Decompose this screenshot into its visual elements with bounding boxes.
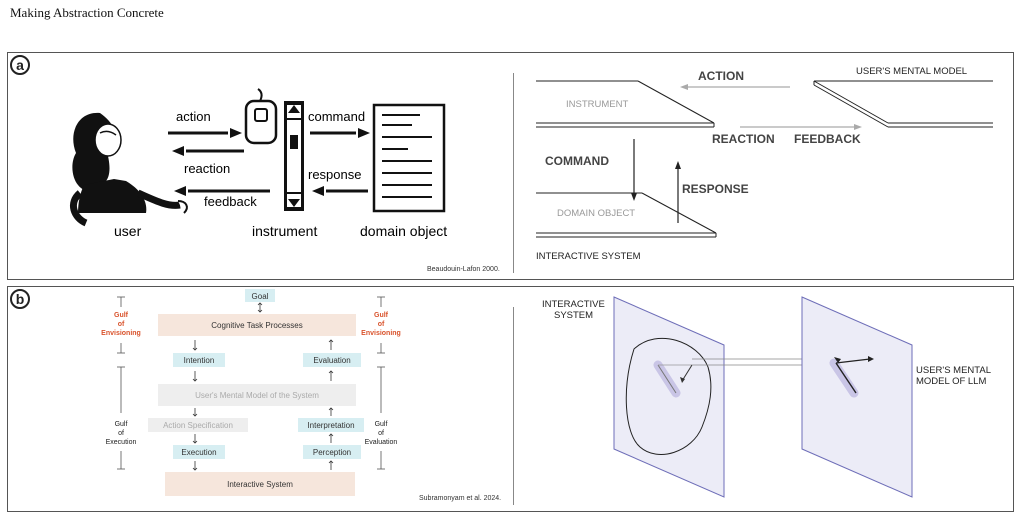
goal-label: Goal [252,292,269,301]
mental-model-label: User's Mental Model of the System [195,391,319,400]
command-down-arrow [631,139,637,201]
feedback-arrow [174,186,270,196]
user-figure-icon [69,112,188,227]
interactive-system-label: Interactive System [227,480,293,489]
interpretation-box [298,418,364,432]
response-arrow [312,186,368,196]
gulf-envisioning-right-bracket [377,296,385,354]
action-spec-label: Action Specification [163,421,233,430]
evaluation-label: Evaluation [313,356,350,365]
interactive-system-box [165,472,355,496]
label-response: response [308,167,361,182]
gulf-env-right-2: of [378,321,385,328]
gulf-eval-3: Evaluation [365,439,398,446]
interactive-label-1: INTERACTIVE [542,299,605,310]
label-instrument: instrument [252,223,317,239]
gulf-env-left-1: Gulf [114,312,129,319]
cognitive-task-box [158,314,356,336]
gulf-exec-1: Gulf [115,421,128,428]
response-up-arrow [675,161,681,223]
mouse-icon [244,88,278,145]
page-header: Making Abstraction Concrete [10,5,164,20]
gulf-env-left-3: Envisioning [101,330,141,337]
panel-a-diagram: action reaction feedback command respons… [69,66,993,262]
gulf-envisioning-left-bracket [117,296,125,354]
gulf-eval-1: Gulf [375,421,388,428]
label-interactive-system: INTERACTIVE SYSTEM [536,251,641,262]
mental-model-plane [813,80,993,128]
label-feedback-caps: FEEDBACK [794,132,861,146]
action-spec-box [148,418,248,432]
label-command: command [308,109,365,124]
intention-box [173,353,225,367]
panel-a-divider [513,73,514,273]
figure-panel-b: b Gulf of Envisioning Gulf of Envisionin… [7,286,1014,512]
mental-model-box [158,384,356,406]
instrument-plane [536,80,715,128]
label-mental-model: USER'S MENTAL MODEL [856,66,967,77]
label-response-caps: RESPONSE [682,182,749,196]
gulf-evaluation-bracket [377,366,385,470]
execution-box [173,445,225,459]
perception-box [303,445,361,459]
citation-a: Beaudouin-Lafon 2000. [427,266,500,273]
command-arrow [310,128,370,138]
interactive-label-2: SYSTEM [554,310,593,321]
label-user: user [114,223,142,239]
gulf-execution-bracket [117,366,125,470]
feedback-arrow-grey [740,124,862,130]
panel-b-diagram: Gulf of Envisioning Gulf of Envisioning … [101,289,991,498]
reaction-arrow [172,146,244,156]
label-action-caps: ACTION [698,69,744,83]
scrollbar-icon [284,101,304,211]
intention-label: Intention [184,356,215,365]
goal-box [245,289,275,302]
interpretation-label: Interpretation [307,421,354,430]
label-domain-object: domain object [360,223,447,239]
mental-model-plane-b [801,296,913,498]
gulf-env-right-3: Envisioning [361,330,401,337]
action-arrow [168,128,242,138]
label-reaction-caps: REACTION [712,132,775,146]
document-icon [372,103,446,213]
gulf-exec-3: Execution [106,439,137,446]
label-command-caps: COMMAND [545,154,609,168]
label-feedback: feedback [204,194,257,209]
cognitive-task-label: Cognitive Task Processes [211,321,302,330]
label-domain-object-caps: DOMAIN OBJECT [557,208,635,219]
flow-arrows [192,302,334,471]
label-action: action [176,109,211,124]
gulf-eval-2: of [378,430,384,437]
gulf-exec-2: of [118,430,124,437]
gulf-env-left-2: of [118,321,125,328]
label-instrument-caps: INSTRUMENT [566,99,628,110]
panel-b-divider [513,307,514,505]
label-reaction: reaction [184,161,230,176]
interactive-system-plane [613,296,725,498]
domain-object-plane [536,192,717,238]
citation-b: Subramonyam et al. 2024. [419,495,502,502]
action-arrow-grey [680,84,790,90]
panel-a-badge: a [10,55,30,75]
gulf-env-right-1: Gulf [374,312,389,319]
mental-model-llm-label-2: MODEL OF LLM [916,376,986,387]
execution-label: Execution [181,448,216,457]
mental-model-llm-label-1: USER'S MENTAL [916,365,991,376]
figure-panel-a: a [7,52,1014,280]
perception-label: Perception [313,448,351,457]
evaluation-box [303,353,361,367]
panel-b-badge: b [10,289,30,309]
